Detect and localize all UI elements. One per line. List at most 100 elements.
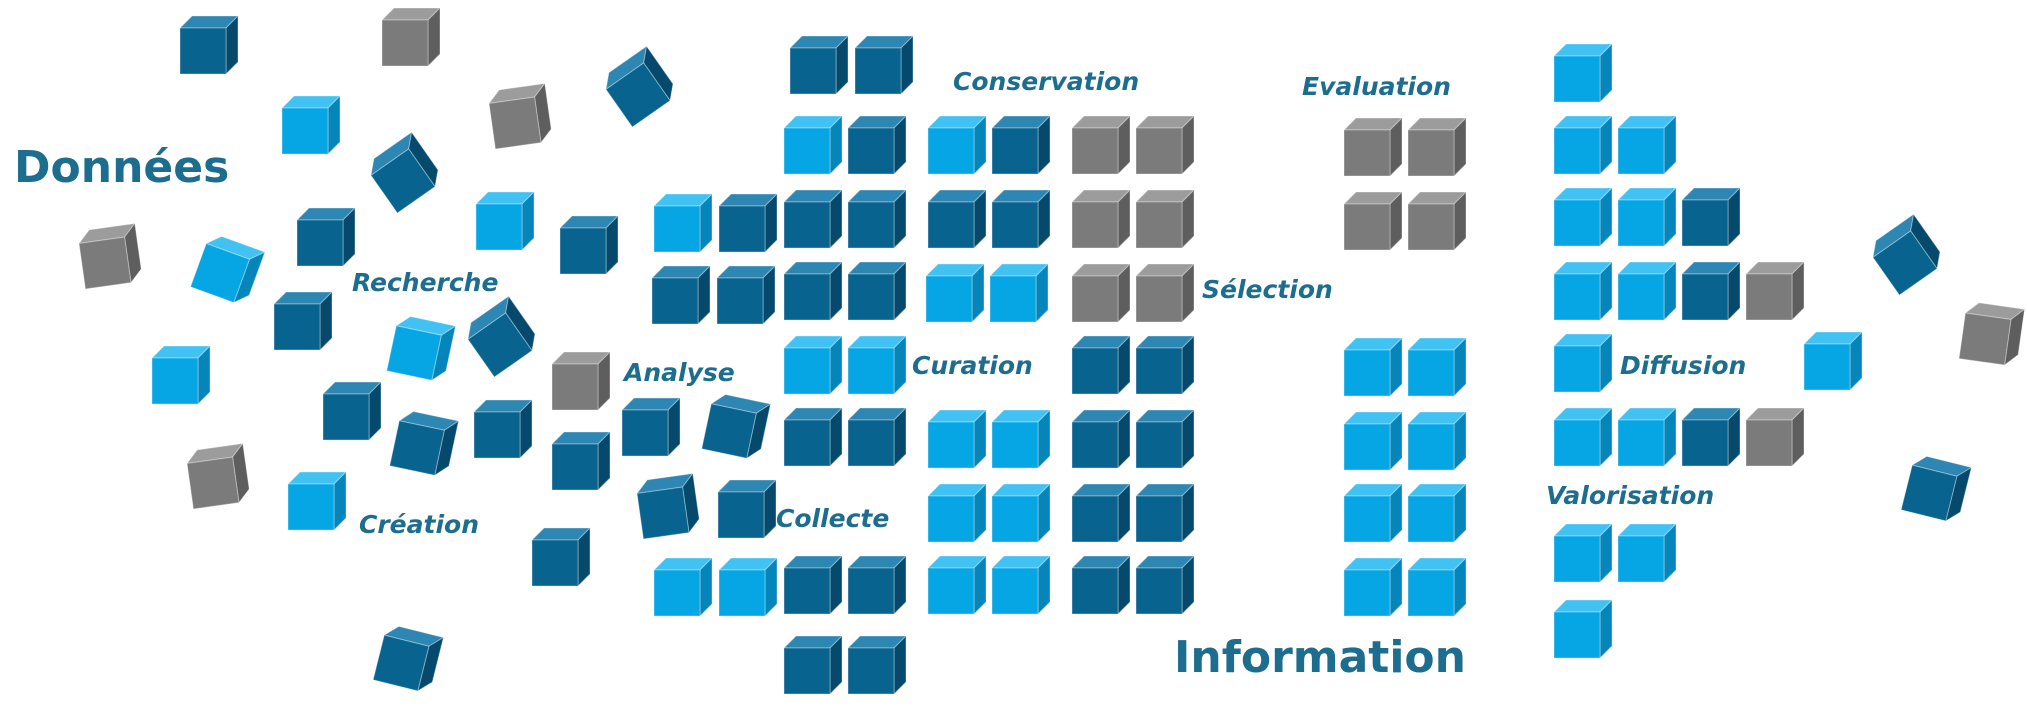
- cube: [272, 290, 334, 352]
- cube: [1552, 260, 1614, 322]
- cube: [1134, 188, 1196, 250]
- cube: [189, 235, 267, 304]
- cube: [990, 114, 1052, 176]
- cube: [1680, 260, 1742, 322]
- cube: [1616, 522, 1678, 584]
- cube: [1070, 554, 1132, 616]
- cube: [370, 130, 439, 214]
- cube: [716, 478, 778, 540]
- label-diffusion: Diffusion: [1620, 351, 1747, 380]
- cube: [782, 114, 844, 176]
- cube: [782, 554, 844, 616]
- cube: [926, 188, 988, 250]
- cube: [1406, 336, 1468, 398]
- label-selection: Sélection: [1202, 275, 1333, 304]
- cube: [550, 350, 612, 412]
- cube: [988, 262, 1050, 324]
- cube: [321, 380, 383, 442]
- cube: [846, 188, 908, 250]
- cube: [846, 634, 908, 696]
- cube: [1802, 330, 1864, 392]
- cube: [1134, 334, 1196, 396]
- cube: [280, 94, 342, 156]
- cube: [1070, 188, 1132, 250]
- cube: [782, 634, 844, 696]
- cube: [1134, 262, 1196, 324]
- cube: [853, 34, 915, 96]
- cube: [474, 190, 536, 252]
- cube: [550, 430, 612, 492]
- label-curation: Curation: [912, 351, 1033, 380]
- cube: [178, 14, 240, 76]
- cube: [1552, 186, 1614, 248]
- cube: [990, 554, 1052, 616]
- cube: [846, 334, 908, 396]
- cube: [530, 526, 592, 588]
- cube: [1552, 114, 1614, 176]
- cube: [1070, 114, 1132, 176]
- cube: [1552, 332, 1614, 394]
- cube: [926, 408, 988, 470]
- cube: [846, 114, 908, 176]
- cube: [650, 264, 712, 326]
- cube: [620, 396, 682, 458]
- cube: [1552, 42, 1614, 104]
- cube: [1552, 406, 1614, 468]
- cube: [1680, 186, 1742, 248]
- title-donnees: Données: [14, 142, 230, 193]
- cube: [1406, 410, 1468, 472]
- cube: [846, 260, 908, 322]
- cube: [1616, 114, 1678, 176]
- cube: [1406, 556, 1468, 618]
- cube: [185, 442, 250, 510]
- label-creation: Création: [359, 510, 479, 539]
- cube: [389, 410, 460, 477]
- cube: [926, 554, 988, 616]
- cube: [1134, 114, 1196, 176]
- title-information: Information: [1174, 632, 1466, 683]
- cube: [1958, 302, 2026, 367]
- label-recherche: Recherche: [352, 268, 499, 297]
- cube: [605, 44, 674, 128]
- cube: [782, 260, 844, 322]
- cube: [1342, 336, 1404, 398]
- cube: [635, 472, 700, 540]
- cube: [926, 482, 988, 544]
- cube: [782, 188, 844, 250]
- cube: [1680, 406, 1742, 468]
- cube: [1134, 408, 1196, 470]
- cube: [990, 408, 1052, 470]
- cube: [1616, 260, 1678, 322]
- cube: [715, 264, 777, 326]
- cube: [1070, 334, 1132, 396]
- cube: [472, 398, 534, 460]
- label-valorisation: Valorisation: [1546, 481, 1715, 510]
- cube: [386, 315, 457, 382]
- cube: [1406, 116, 1468, 178]
- cube: [652, 192, 714, 254]
- cube: [990, 188, 1052, 250]
- cube: [372, 625, 445, 692]
- cube: [1070, 408, 1132, 470]
- cube: [926, 114, 988, 176]
- cube: [924, 262, 986, 324]
- cube: [1744, 406, 1806, 468]
- cube: [1406, 482, 1468, 544]
- cube: [1616, 406, 1678, 468]
- cube: [1552, 522, 1614, 584]
- cube: [717, 556, 779, 618]
- cube: [701, 393, 772, 460]
- label-conservation: Conservation: [953, 67, 1140, 96]
- cube: [846, 554, 908, 616]
- cube: [1342, 410, 1404, 472]
- cube: [717, 192, 779, 254]
- cube: [1342, 482, 1404, 544]
- cube: [1744, 260, 1806, 322]
- cube: [1342, 190, 1404, 252]
- cube: [1342, 116, 1404, 178]
- cube: [652, 556, 714, 618]
- cube: [380, 6, 442, 68]
- cube: [1872, 212, 1941, 296]
